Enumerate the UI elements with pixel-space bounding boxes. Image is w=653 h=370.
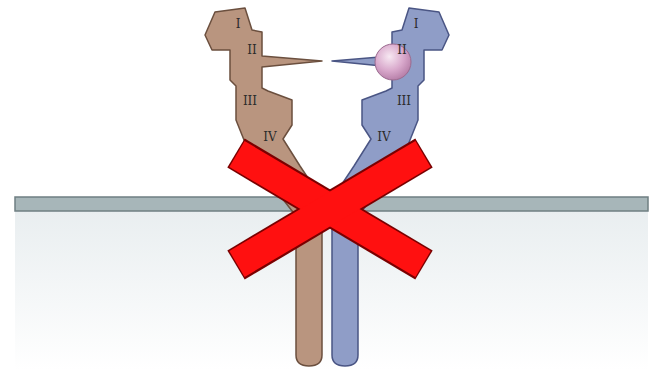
- domain-label: II: [247, 44, 256, 56]
- ligand: [375, 44, 411, 80]
- domain-label: I: [236, 18, 241, 30]
- domain-label: IV: [377, 131, 390, 143]
- domain-label: III: [243, 95, 257, 107]
- domain-label: IV: [263, 131, 276, 143]
- domain-label: II: [397, 44, 406, 56]
- domain-label: I: [414, 18, 419, 30]
- cross-mark: [236, 153, 424, 265]
- domain-label: III: [397, 95, 411, 107]
